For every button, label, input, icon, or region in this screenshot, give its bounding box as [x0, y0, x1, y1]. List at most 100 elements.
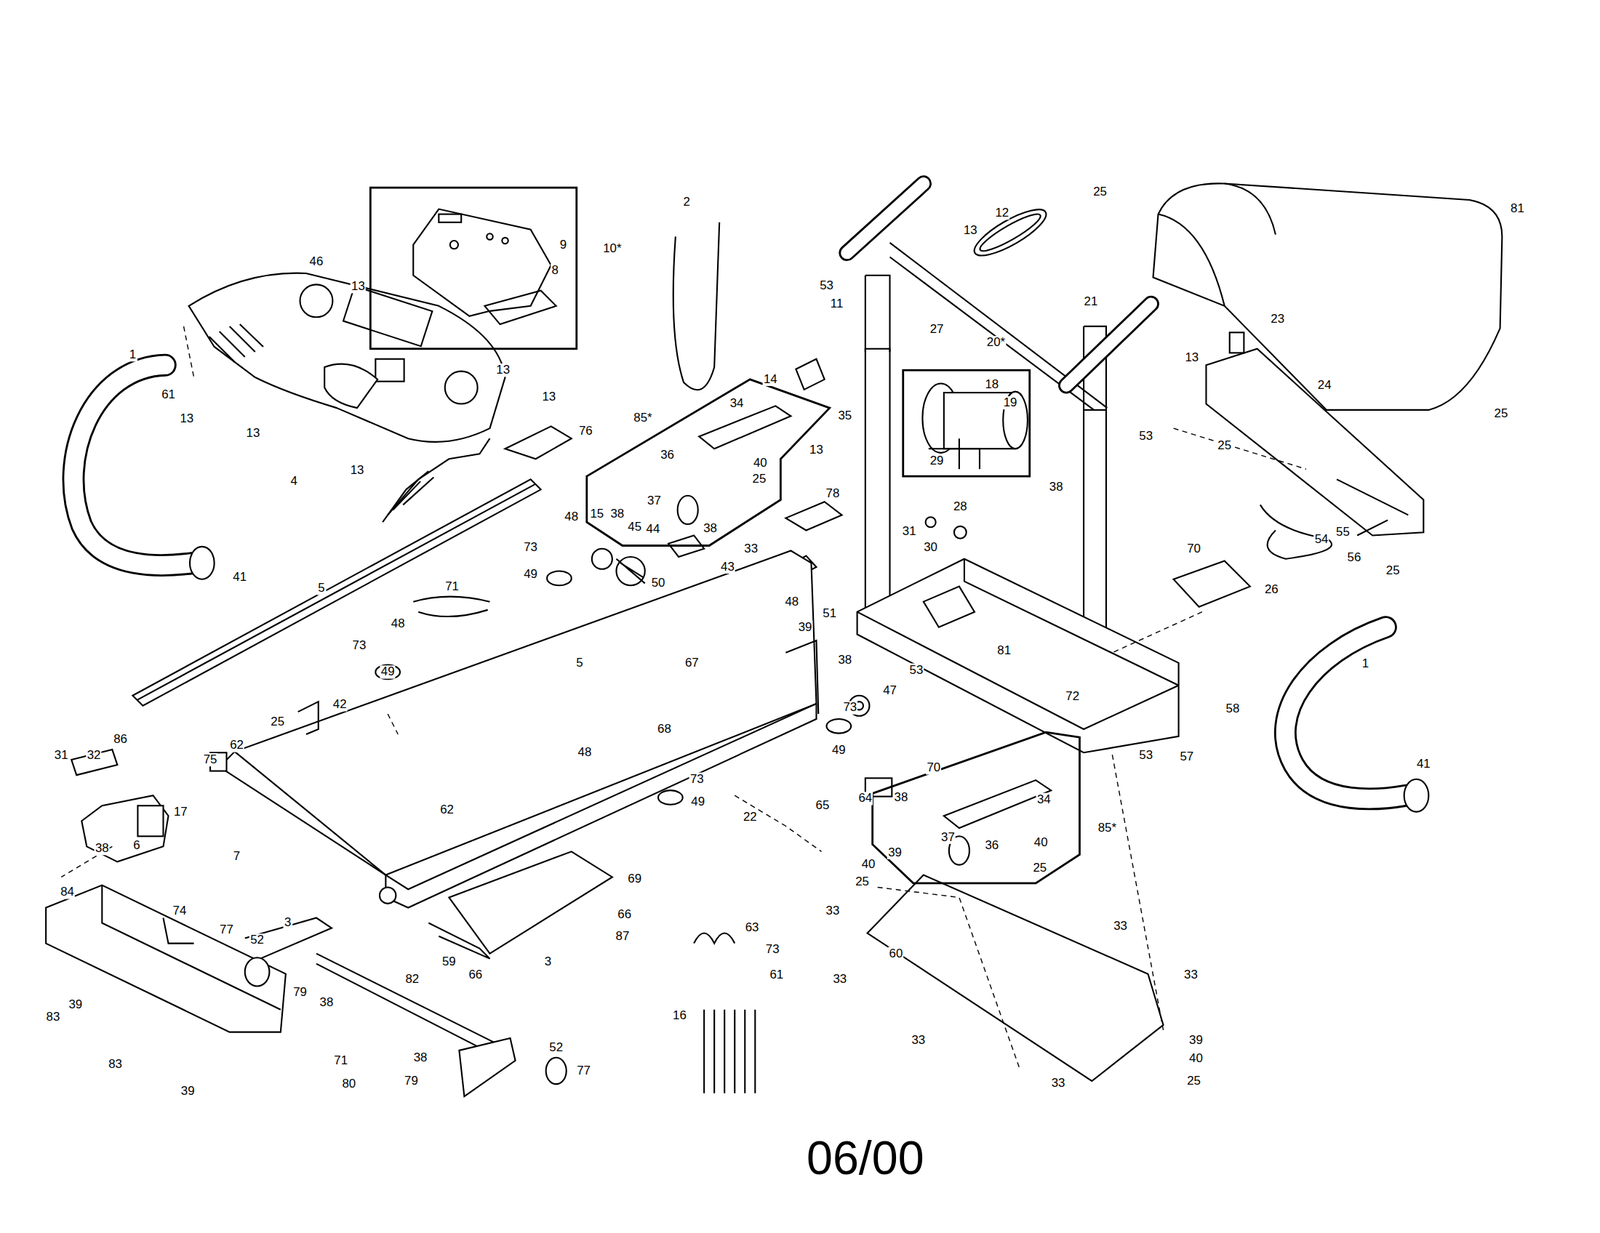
callout-number: 15: [589, 507, 606, 521]
callout-number: 25: [854, 875, 871, 889]
callout-number: 73: [351, 639, 368, 653]
callout-number: 13: [495, 363, 512, 377]
callout-number: 48: [389, 617, 406, 631]
callout-number: 18: [984, 378, 1000, 392]
callout-number: 33: [1050, 1077, 1067, 1091]
callout-number: 79: [292, 986, 309, 1000]
callout-number: 62: [229, 738, 246, 752]
callout-number: 32: [85, 749, 102, 763]
callout-number: 60: [888, 946, 904, 960]
callout-number: 49: [379, 665, 396, 679]
callout-number: 81: [996, 644, 1013, 658]
callout-number: 34: [728, 397, 745, 411]
callout-number: 38: [1048, 480, 1064, 494]
callout-number: 37: [940, 831, 957, 845]
callout-number: 52: [548, 1041, 565, 1055]
callout-number: 13: [541, 390, 558, 404]
callout-number: 25: [1384, 564, 1401, 578]
callout-number: 56: [1346, 551, 1363, 565]
callout-number: 39: [1188, 1034, 1205, 1048]
callout-number: 71: [444, 579, 461, 593]
callout-number: 21: [1082, 295, 1099, 309]
date-code: 06/00: [805, 1132, 926, 1184]
callout-number: 70: [1186, 542, 1203, 556]
callout-number: 44: [645, 522, 662, 536]
callout-number: 49: [831, 744, 848, 758]
callout-number: 69: [626, 872, 643, 886]
callout-number: 40: [1032, 836, 1049, 850]
callout-number: 50: [650, 576, 667, 590]
callout-number: 34: [1036, 793, 1053, 807]
callout-number: 47: [882, 684, 899, 698]
callout-number: 38: [318, 996, 335, 1010]
callout-number: 71: [333, 1054, 350, 1068]
callout-number: 59: [441, 955, 458, 969]
callout-number: 73: [689, 773, 706, 787]
assembly-outline: 85*343637384025: [586, 379, 832, 548]
callout-number: 25: [1493, 407, 1510, 421]
callout-number: 17: [173, 805, 190, 819]
callout-number: 77: [576, 1064, 592, 1078]
callout-number: 67: [684, 656, 701, 670]
callout-number: 28: [952, 500, 969, 514]
callout-number: 33: [1183, 968, 1200, 982]
callout-number: 52: [249, 933, 266, 947]
callout-number: 10*: [602, 242, 623, 256]
callout-number: 83: [45, 1010, 62, 1024]
callout-number: 70: [925, 761, 942, 775]
callout-number: 72: [1064, 690, 1081, 704]
callout-number: 25: [1216, 439, 1233, 453]
callout-number: 48: [784, 595, 800, 609]
callout-number: 25: [1092, 185, 1109, 199]
callout-number: 14: [762, 373, 779, 387]
callout-number: 54: [1313, 533, 1330, 547]
assembly-outline: 85*343637384025: [872, 732, 1083, 886]
callout-number: 42: [331, 698, 348, 712]
callout-number: 29: [928, 454, 945, 468]
callout-number: 20*: [985, 336, 1006, 350]
callout-number: 41: [1416, 757, 1432, 771]
callout-number: 75: [202, 753, 219, 767]
callout-number: 41: [232, 570, 248, 584]
callout-number: 13: [350, 280, 367, 294]
callout-number: 53: [908, 664, 925, 678]
callout-number: 25: [1032, 861, 1048, 875]
callout-number: 13: [808, 443, 825, 457]
callout-number: 13: [178, 412, 195, 426]
callout-number: 61: [160, 388, 177, 402]
callout-number: 31: [901, 525, 918, 539]
callout-number: 62: [439, 803, 456, 817]
callout-number: 27: [928, 322, 945, 336]
callout-number: 73: [764, 943, 781, 957]
callout-number: 76: [578, 424, 595, 438]
callout-number: 38: [94, 842, 111, 856]
callout-number: 4: [289, 474, 299, 488]
callout-number: 73: [842, 701, 859, 715]
callout-number: 55: [1335, 525, 1352, 539]
callout-number: 66: [467, 968, 484, 982]
callout-number: 13: [962, 224, 979, 238]
callout-number: 53: [1138, 429, 1155, 443]
callout-number: 38: [837, 653, 854, 667]
callout-number: 25: [1186, 1074, 1203, 1088]
callout-number: 85*: [632, 411, 654, 425]
callout-number: 53: [1138, 749, 1155, 763]
callout-number: 38: [412, 1051, 429, 1065]
callout-number: 49: [522, 568, 539, 582]
callout-number: 61: [768, 968, 785, 982]
callout-number: 37: [646, 494, 663, 508]
callout-number: 74: [171, 904, 188, 918]
callout-number: 6: [132, 839, 142, 853]
callout-number: 1: [1360, 657, 1370, 671]
callout-number: 81: [1509, 202, 1526, 216]
callout-number: 1: [128, 348, 137, 362]
callout-number: 31: [53, 749, 70, 763]
callout-number: 46: [308, 255, 325, 269]
callout-number: 87: [614, 930, 631, 944]
callout-number: 7: [232, 850, 241, 864]
callout-number: 30: [922, 541, 939, 555]
callout-number: 48: [563, 510, 580, 524]
callout-number: 80: [341, 1077, 358, 1091]
